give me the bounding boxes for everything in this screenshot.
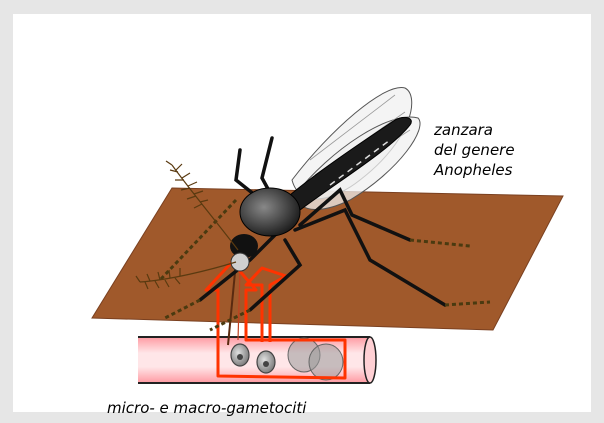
mosquito-eye bbox=[231, 253, 249, 271]
mosquito-label: zanzara del genere Anopheles bbox=[433, 121, 515, 179]
gametocytes-label: micro- e macro-gametociti bbox=[107, 399, 307, 417]
mosquito-label-line1: zanzara bbox=[433, 121, 493, 139]
skin-surface bbox=[92, 188, 563, 330]
mosquito-label-line2: del genere bbox=[434, 141, 515, 159]
mosquito-label-line3: Anopheles bbox=[433, 161, 513, 179]
gametocyte-cell bbox=[309, 344, 343, 380]
